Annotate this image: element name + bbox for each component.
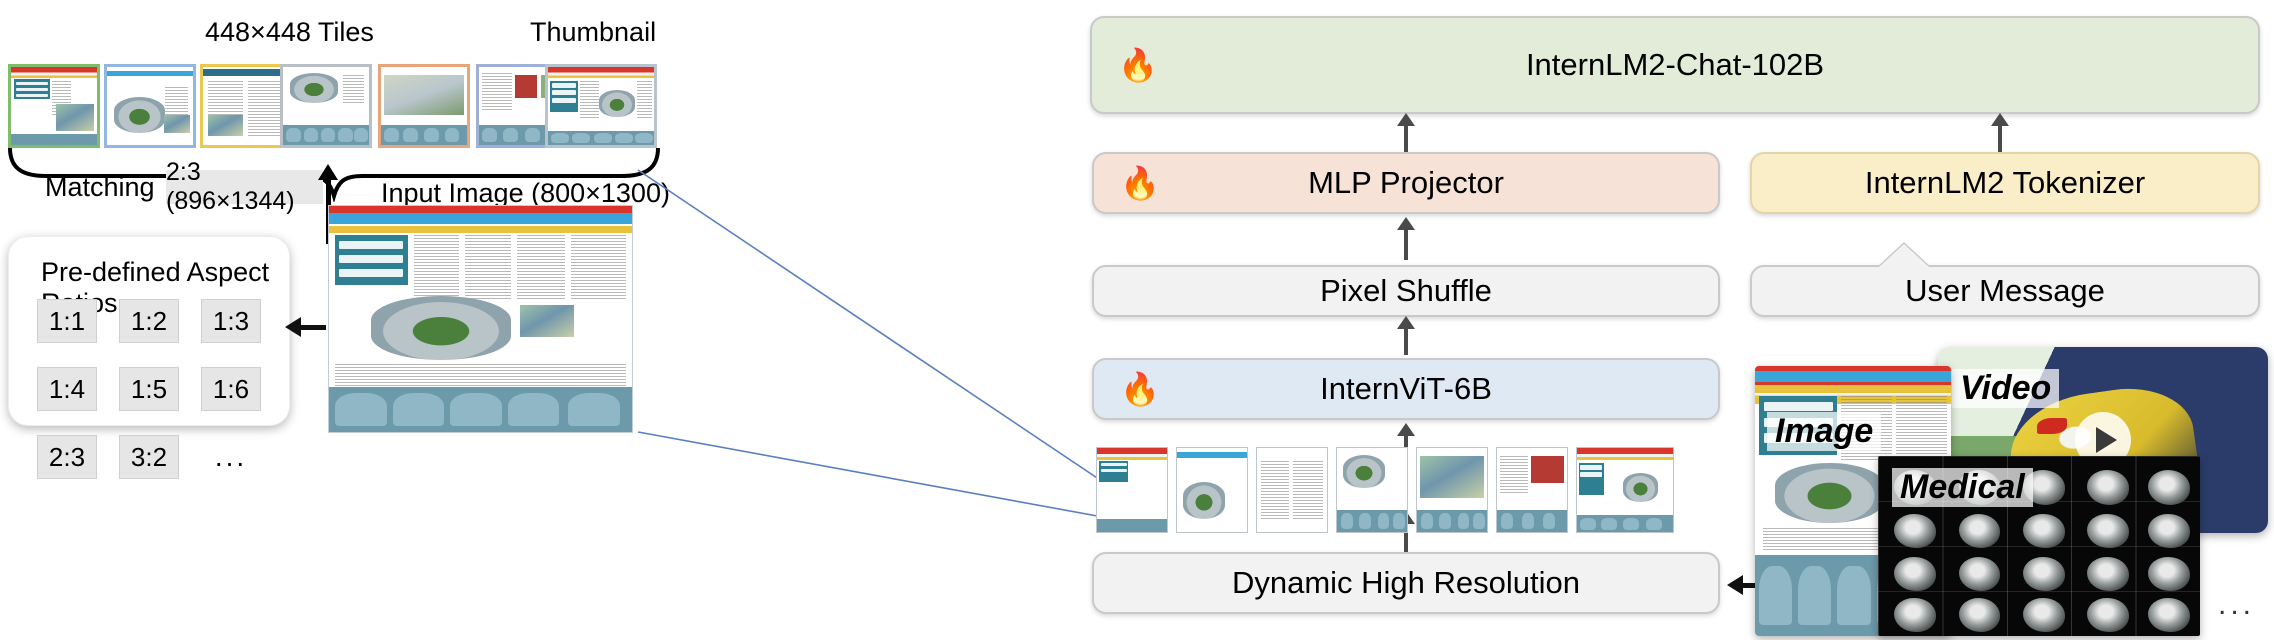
tiles-brace [8, 147, 660, 202]
aspect-ratio-option[interactable]: 2:3 [37, 435, 97, 479]
user-message-box[interactable]: User Message [1750, 244, 2260, 317]
bubble-notch-icon [1878, 244, 1930, 268]
aspect-ratio-grid: 1:1 1:2 1:3 1:4 1:5 1:6 2:3 3:2 ... [37, 299, 261, 479]
tile-4 [280, 64, 372, 148]
input-image-art [329, 206, 632, 432]
tile-3 [200, 64, 292, 148]
flame-icon: 🔥 [1120, 165, 1160, 201]
vit-input-thumbnail [1576, 447, 1674, 533]
aspect-ratio-option[interactable]: 1:4 [37, 367, 97, 411]
medical-caption: Medical [1892, 468, 2033, 507]
pixel-shuffle-label: Pixel Shuffle [1320, 273, 1492, 308]
image-caption: Image [1767, 412, 1882, 451]
vit-input-tile [1256, 447, 1328, 533]
vit-input-tile [1176, 447, 1248, 533]
tile-art [1257, 448, 1327, 532]
aspect-ratio-more: ... [214, 441, 248, 472]
left-to-right-connectors [637, 169, 1131, 523]
internvit-label: InternViT-6B [1320, 371, 1492, 406]
tile-art [283, 67, 369, 145]
aspect-ratio-option[interactable]: 1:3 [201, 299, 261, 343]
vit-input-tile [1416, 447, 1488, 533]
tokenizer-to-llm-arrow [1991, 113, 2009, 152]
tile-art [11, 67, 97, 145]
tile-art [1577, 448, 1673, 532]
aspect-ratio-card: Pre-defined Aspect Ratios 1:1 1:2 1:3 1:… [8, 236, 290, 479]
aspect-ratio-option[interactable]: 3:2 [119, 435, 179, 479]
thumbnail-heading: Thumbnail [530, 17, 657, 47]
aspect-ratio-option[interactable]: 1:2 [119, 299, 179, 343]
vit-input-tile [1096, 447, 1168, 533]
matched-ratio-chip: 2:3 (896×1344) [166, 158, 323, 215]
tile-art [1417, 448, 1487, 532]
mlp-projector-label: MLP Projector [1308, 165, 1504, 200]
tile-art [107, 67, 193, 145]
tile-art [1177, 448, 1247, 532]
llm-box[interactable]: 🔥 InternLM2-Chat-102B [1090, 16, 2260, 114]
input-image [328, 205, 633, 433]
tile-5 [378, 64, 470, 148]
tile-art [203, 67, 289, 145]
projector-to-llm-arrow [1397, 113, 1415, 152]
tokenizer-box[interactable]: InternLM2 Tokenizer [1750, 152, 2260, 214]
user-message-label: User Message [1905, 273, 2105, 308]
vit-to-pixelshuffle-arrow [1397, 316, 1415, 355]
dynamic-high-resolution-box[interactable]: Dynamic High Resolution [1092, 552, 1720, 614]
aspect-ratio-option[interactable]: 1:6 [201, 367, 261, 411]
input-to-ratios-arrow [285, 317, 326, 337]
media-more-ellipsis: ... [2218, 588, 2256, 621]
tile-art [381, 67, 467, 145]
vit-input-tile [1496, 447, 1568, 533]
aspect-ratio-option[interactable]: 1:5 [119, 367, 179, 411]
matched-ratio-text: 2:3 (896×1344) [166, 158, 295, 215]
tile-art [548, 67, 654, 145]
dynamic-high-resolution-label: Dynamic High Resolution [1231, 565, 1581, 600]
pixelshuffle-to-projector-arrow [1397, 217, 1415, 260]
tile-art [1097, 448, 1167, 532]
matching-label: Matching [45, 172, 155, 202]
tile-2 [104, 64, 196, 148]
pixel-shuffle-box[interactable]: Pixel Shuffle [1092, 265, 1720, 317]
tile-1 [8, 64, 100, 148]
tile-art [1337, 448, 1407, 532]
vit-input-tile [1336, 447, 1408, 533]
medical-card: Medical [1878, 456, 2200, 636]
internvit-box[interactable]: 🔥 InternViT-6B [1092, 358, 1720, 420]
mlp-projector-box-main[interactable]: 🔥 MLP Projector [1092, 152, 1720, 214]
thumbnail-tile [545, 64, 657, 148]
tiles-heading: 448×448 Tiles [205, 17, 374, 47]
aspect-ratio-option[interactable]: 1:1 [37, 299, 97, 343]
flame-icon: 🔥 [1118, 47, 1158, 83]
tokenizer-label: InternLM2 Tokenizer [1864, 165, 2146, 200]
llm-box-label: InternLM2-Chat-102B [1525, 47, 1825, 82]
input-image-label: Input Image (800×1300) [381, 178, 670, 208]
tile-art [1497, 448, 1567, 532]
flame-icon: 🔥 [1120, 371, 1160, 407]
